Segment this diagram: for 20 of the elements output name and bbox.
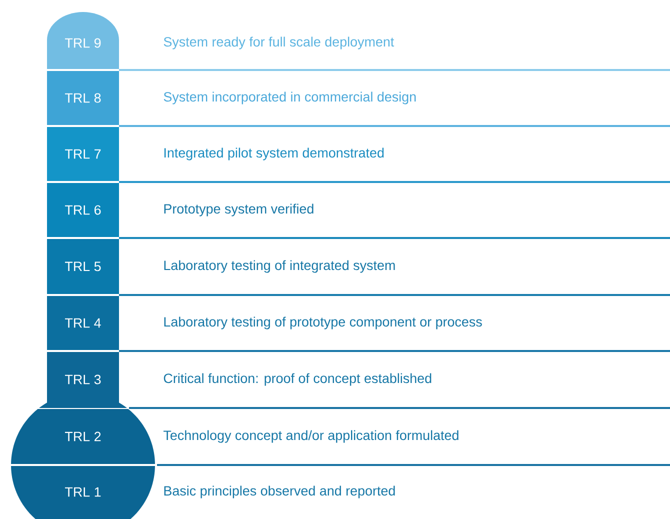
level-description: Laboratory testing of integrated system <box>164 260 395 273</box>
level-segment: TRL 4 <box>47 296 119 350</box>
level-description: System ready for full scale deployment <box>164 36 394 50</box>
level-description: Laboratory testing of prototype component or process <box>164 316 482 330</box>
node-label: TRL 3 <box>64 374 101 384</box>
level-description: Prototype system verified <box>164 204 314 216</box>
level-segment: TRL 7 <box>47 127 119 181</box>
level-description: Critical function: proof of concept established <box>164 373 432 386</box>
level-description: Technology concept and/or application formulated <box>164 430 458 443</box>
level-segment: TRL 3 <box>39 352 127 408</box>
level-segment: TRL 6 <box>47 183 119 237</box>
level-description: Integrated pilot system demonstrated <box>164 148 384 160</box>
level-description: System incorporated in commercial design <box>164 92 416 104</box>
level-segment: TRL 5 <box>47 239 119 294</box>
node-label: TRL 2 <box>64 432 101 442</box>
level-description: Basic principles observed and reported <box>164 486 395 498</box>
level-segment: TRL 1 <box>11 466 155 519</box>
level-segment: TRL 9 <box>47 12 119 69</box>
level-segment: TRL 8 <box>47 71 119 125</box>
level-segment: TRL 2 <box>11 409 155 464</box>
